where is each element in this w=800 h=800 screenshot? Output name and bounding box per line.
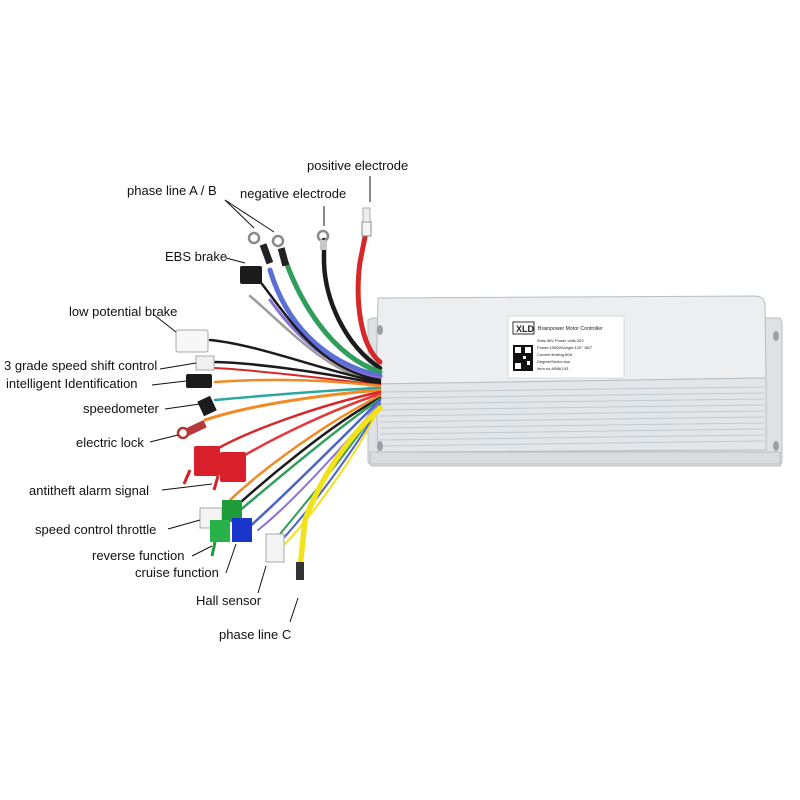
speedometer-connector (197, 395, 217, 417)
wire-throttle-orange (223, 394, 382, 507)
wire-reverse (246, 398, 382, 530)
wire-harness (203, 229, 383, 571)
low-potential-brake-connector (175, 329, 209, 353)
product-sticker: XLD Brainpower Motor Controller Volts:36… (507, 315, 625, 379)
label-intelligent-identification: intelligent Identification (6, 376, 138, 391)
label-speed-control-throttle: speed control throttle (35, 522, 157, 537)
phase-a-ring-terminal (247, 231, 261, 245)
label-phase-line-ab: phase line A / B (127, 183, 217, 198)
label-hall-sensor: Hall sensor (196, 593, 262, 608)
label-cruise-function: cruise function (135, 565, 219, 580)
label-positive-electrode: positive electrode (307, 158, 409, 173)
xld-logo (512, 321, 535, 335)
phase-b-ring-terminal (271, 234, 285, 248)
reverse-connector (222, 500, 242, 522)
sticker-line-3: Current limiting:50A (537, 352, 572, 357)
mount-hole (377, 441, 383, 451)
wire-hall-3 (284, 405, 381, 545)
wire-speedometer (213, 386, 382, 402)
leader-lines (149, 176, 371, 623)
qr-code (513, 345, 533, 371)
wire-phase-c-yellow (297, 405, 383, 571)
sticker-line-1: Volts:36V Power volts:32V (537, 338, 584, 343)
speed-shift-connector (195, 355, 215, 371)
label-ebs-brake: EBS brake (165, 249, 228, 264)
sticker-line-4: Degree/Sector:low (537, 359, 570, 364)
cruise-connector (232, 518, 252, 542)
wire-antitheft-red-2 (238, 392, 382, 460)
ebs-brake-connector (240, 266, 262, 284)
wire-phase-green (283, 259, 383, 375)
sticker-logo: XLD (516, 324, 535, 334)
sticker-line-5: Item no:A5BKL53 (537, 366, 569, 371)
wire-ebs-black (260, 282, 382, 382)
label-electric-lock: electric lock (76, 435, 144, 450)
wire-throttle-green (236, 397, 382, 514)
wire-negative-black (321, 237, 383, 371)
mount-hole (377, 325, 383, 335)
label-phase-line-c: phase line C (219, 627, 292, 642)
label-speed-shift: 3 grade speed shift control (4, 358, 158, 373)
wire-cruise (257, 401, 381, 531)
phase-c-connector (296, 562, 304, 580)
wire-throttle-black (230, 396, 382, 512)
label-low-potential-brake: low potential brake (69, 304, 178, 319)
mount-hole (773, 331, 779, 341)
antitheft-connector-1 (194, 446, 220, 476)
hall-sensor-connector (265, 533, 285, 563)
wire-antitheft-red (213, 390, 382, 452)
wire-positive-red (355, 229, 383, 365)
wire-phase-blue (267, 267, 383, 379)
antitheft-connector-2 (220, 452, 246, 482)
wire-orange (213, 378, 382, 388)
label-speedometer: speedometer (83, 401, 159, 416)
sticker-line-2: Power:1500W/Angle:120° 180° (537, 345, 593, 350)
mount-hole (773, 441, 779, 451)
identification-connector (186, 374, 212, 388)
wire-electric-lock (203, 388, 382, 422)
label-antitheft-alarm: antitheft alarm signal (29, 483, 149, 498)
heat-sink-fins (379, 386, 765, 447)
connectors (175, 207, 372, 580)
wire-hall-2 (279, 404, 381, 543)
wire-low-brake (208, 338, 382, 384)
label-reverse-function: reverse function (92, 548, 185, 563)
positive-connector (361, 221, 372, 237)
sticker-title: Brainpower Motor Controller (538, 326, 603, 332)
label-negative-electrode: negative electrode (240, 186, 347, 201)
wire-speed-shift (208, 360, 382, 386)
motor-controller (367, 295, 783, 467)
